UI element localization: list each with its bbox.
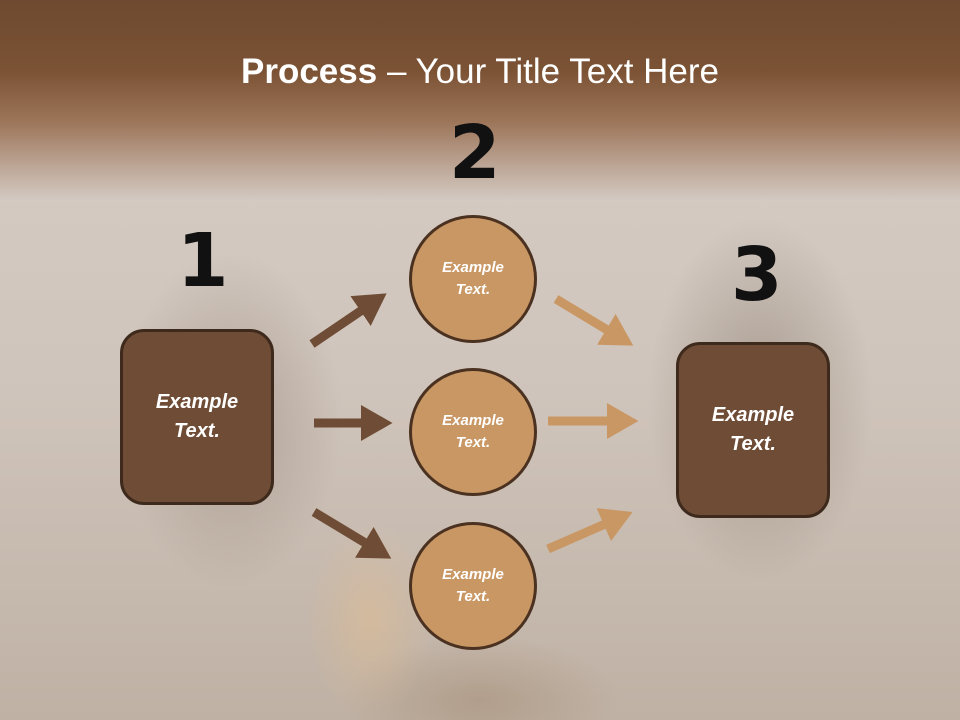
step-1-text: Example Text. — [155, 391, 239, 442]
circle-top-text: Example Text. — [442, 258, 504, 299]
header-band — [0, 0, 960, 200]
step-2-circle-bottom: Example Text. — [409, 522, 537, 650]
circle-bottom-text: Example Text. — [442, 565, 504, 606]
circle-middle-text: Example Text. — [442, 411, 504, 452]
title-bold: Process — [241, 52, 378, 91]
arrow-bottom-to-3 — [546, 508, 633, 554]
step-3-box: Example Text. — [676, 342, 830, 518]
title-rest: – Your Title Text Here — [377, 52, 719, 91]
step-number-3: 3 — [731, 232, 783, 318]
step-2-circle-top: Example Text. — [409, 215, 537, 343]
step-1-box: Example Text. — [120, 329, 274, 505]
step-3-text: Example Text. — [711, 404, 795, 455]
arrow-1-to-top — [309, 293, 387, 348]
step-number-1: 1 — [177, 218, 229, 304]
step-2-circle-middle: Example Text. — [409, 368, 537, 496]
arrow-top-to-3 — [553, 295, 634, 346]
step-number-2: 2 — [449, 110, 501, 196]
arrow-1-to-bottom — [311, 508, 392, 559]
slide-title: Process – Your Title Text Here — [0, 52, 960, 92]
